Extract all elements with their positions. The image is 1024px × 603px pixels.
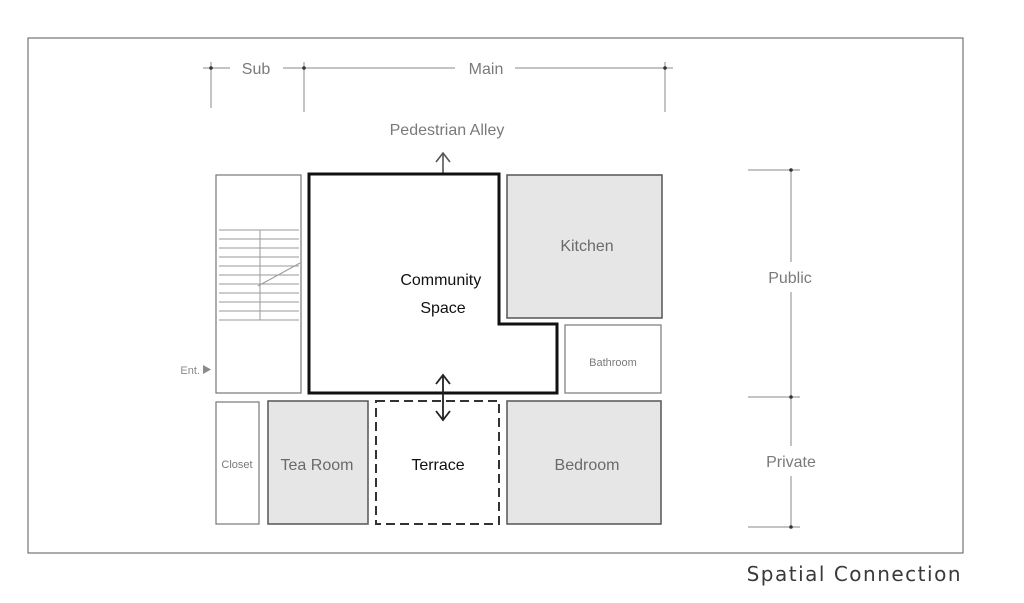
- community-space-room: [307, 172, 559, 395]
- bathroom-room: [564, 324, 662, 394]
- terrace-connection-arrow: [435, 373, 451, 422]
- kitchen-room: [506, 174, 663, 319]
- entrance-arrow-icon: [203, 365, 211, 374]
- terrace-label: Terrace: [411, 457, 464, 474]
- kitchen-label: Kitchen: [560, 238, 613, 255]
- stair-treads: [219, 229, 301, 321]
- bathroom-label: Bathroom: [589, 357, 637, 369]
- diagram-caption: Spatial Connection: [746, 562, 962, 586]
- community-space-label-line1: Community: [400, 272, 481, 289]
- terrace-room: [375, 400, 500, 525]
- public-zone-label: Public: [768, 270, 812, 287]
- entrance-label: Ent.: [180, 365, 200, 377]
- private-zone-label: Private: [766, 454, 816, 471]
- pedestrian-alley-label: Pedestrian Alley: [390, 122, 505, 139]
- bedroom-label: Bedroom: [555, 457, 620, 474]
- bedroom-room: [506, 400, 662, 525]
- dimension-line: [203, 62, 673, 112]
- main-dimension-label: Main: [469, 61, 504, 78]
- tea-room-label: Tea Room: [281, 457, 354, 474]
- community-space-label-line2: Space: [420, 300, 465, 317]
- closet-label: Closet: [221, 459, 252, 471]
- tea-room: [267, 400, 369, 525]
- closet-room: [215, 401, 260, 525]
- sub-dimension-label: Sub: [242, 61, 271, 78]
- community-space-label: Community Space: [400, 272, 485, 317]
